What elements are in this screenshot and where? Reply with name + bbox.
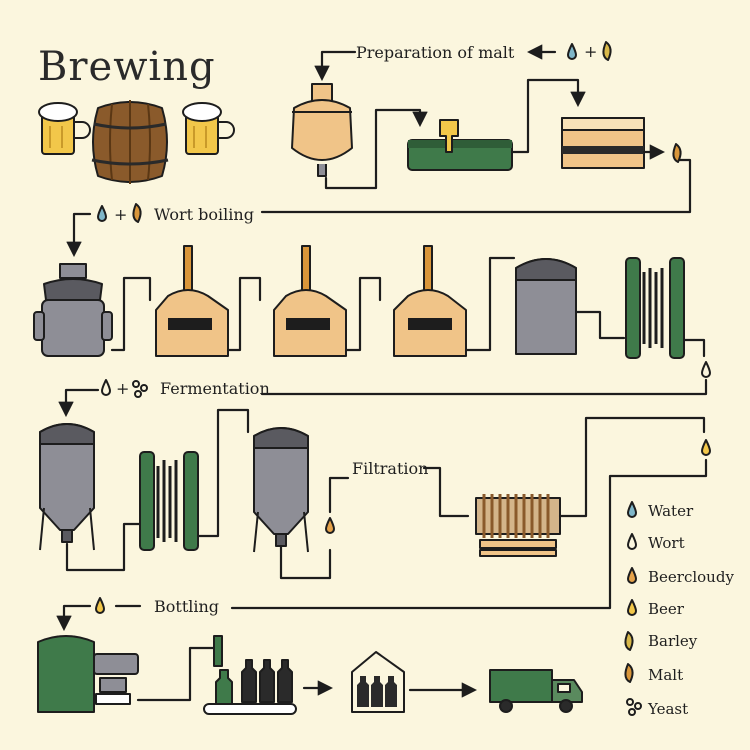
pipe-to-filter <box>422 466 470 518</box>
label-fermentation: Fermentation <box>160 379 270 398</box>
label-preparation-of-malt: Preparation of malt <box>356 43 515 62</box>
delivery-truck <box>489 669 583 713</box>
bright-beer-tank <box>37 635 139 713</box>
mash-tun-vessel <box>291 83 353 177</box>
lauter-tun-vessel <box>407 119 513 171</box>
label-bottling: Bottling <box>154 597 219 616</box>
bottling-line <box>203 635 297 715</box>
pipe-filter-out <box>558 416 706 518</box>
legend-wort-icon <box>627 533 637 550</box>
pipe-to-germination <box>510 78 586 154</box>
cloudy-beer-drop-icon <box>325 517 335 534</box>
pipe-to-kettle-1 <box>110 276 152 352</box>
pipe-to-lauter-tun <box>324 108 428 190</box>
malt-grain-icon <box>672 143 682 163</box>
legend: Water Wort Beercloudy Beer Barley Malt Y… <box>624 501 734 718</box>
plus-sign: + <box>116 379 129 398</box>
brew-kettle-3 <box>393 245 467 357</box>
pipe-into-fermenter <box>58 388 100 418</box>
legend-item: Wort <box>648 534 685 552</box>
pipe-to-filler <box>136 646 218 702</box>
pipe-to-kettle-3 <box>344 276 382 352</box>
water-drop-icon <box>97 205 107 222</box>
heat-exchanger <box>139 451 199 551</box>
legend-item: Barley <box>648 632 698 650</box>
beer-drop-icon <box>95 597 105 614</box>
legend-item: Yeast <box>647 700 688 718</box>
legend-barley-icon <box>624 631 634 651</box>
pipe-to-fermenter-2 <box>196 408 250 538</box>
legend-item: Water <box>648 502 694 520</box>
label-filtration: Filtration <box>352 459 428 478</box>
pipe-to-kettle-2 <box>226 276 262 352</box>
pipe-row3-return <box>230 458 708 610</box>
page-title: Brewing <box>38 44 216 90</box>
pipe-cooler-out <box>682 338 706 358</box>
bottle-crate <box>351 651 405 713</box>
fermentation-tank-1 <box>39 423 95 551</box>
legend-cloudy-beer-icon <box>627 567 637 584</box>
malt-grain-icon <box>132 203 142 223</box>
water-drop-icon <box>567 43 577 60</box>
legend-item: Malt <box>648 666 683 684</box>
beer-mug-icon <box>38 102 91 155</box>
plate-filter <box>475 494 561 557</box>
wort-cooler <box>625 257 685 359</box>
brew-kettle-1 <box>155 245 229 357</box>
plus-sign: + <box>584 42 597 61</box>
pipe-to-filtration-label <box>328 476 350 514</box>
pipe-fermenter-out <box>279 544 332 580</box>
pipe-into-mill <box>66 212 92 258</box>
pipe-to-heat-exchanger <box>65 522 142 572</box>
beer-drop-icon <box>701 439 711 456</box>
plus-sign: + <box>114 205 127 224</box>
fermentation-tank-2 <box>253 427 309 553</box>
pipe-into-mash-tun <box>314 50 357 82</box>
pipe-to-cooler <box>574 310 626 340</box>
brew-kettle-2 <box>273 245 347 357</box>
pipe-to-whirlpool <box>464 256 516 352</box>
legend-malt-icon <box>624 663 634 683</box>
pipe-row2-return <box>260 378 708 396</box>
legend-yeast-icon <box>626 698 642 716</box>
barrel-icon <box>91 100 169 184</box>
yeast-icon <box>132 380 148 398</box>
germination-box <box>561 117 645 169</box>
legend-water-icon <box>627 501 637 518</box>
whirlpool-vessel <box>515 258 577 355</box>
legend-item: Beer <box>648 600 685 618</box>
legend-beer-icon <box>627 599 637 616</box>
barley-grain-icon <box>602 41 612 61</box>
mill-vessel <box>33 263 113 357</box>
pipe-into-bright-tank <box>56 604 92 632</box>
beer-mug-icon <box>182 102 235 155</box>
wort-drop-icon <box>101 379 111 396</box>
legend-item: Beercloudy <box>648 568 734 586</box>
pipe-row1-return <box>260 158 692 214</box>
wort-drop-icon <box>701 361 711 378</box>
label-wort-boiling: Wort boiling <box>154 205 254 224</box>
